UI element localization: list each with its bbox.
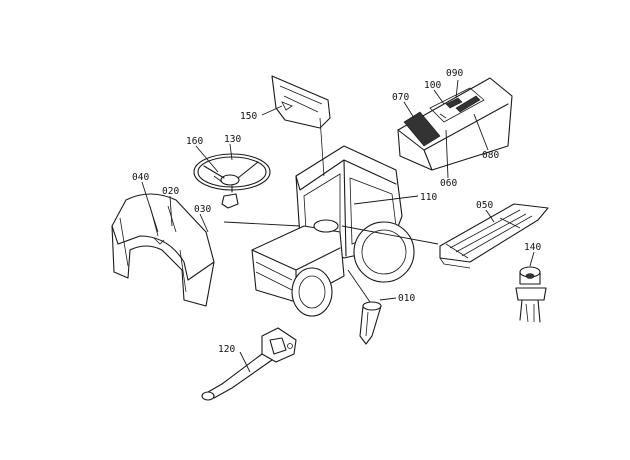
callout-130: 130	[224, 134, 241, 145]
callout-020: 020	[162, 186, 179, 197]
callout-040: 040	[132, 172, 149, 183]
part-150-roof-panel: 150	[240, 75, 331, 129]
part-040-fender: 040 020 030	[111, 172, 215, 307]
part-140-knob: 140	[515, 242, 547, 323]
callout-030: 030	[194, 204, 211, 215]
callout-080: 080	[482, 150, 499, 161]
callout-010: 010	[398, 293, 415, 304]
part-050-floor-mat: 050	[439, 200, 549, 269]
callout-090: 090	[446, 68, 463, 79]
callout-110: 110	[420, 192, 437, 203]
tractor-body: 110	[223, 117, 439, 317]
part-130-steering-wheel: 130 160	[186, 134, 271, 209]
callout-100: 100	[424, 80, 441, 91]
callout-160: 160	[186, 136, 203, 147]
callout-140: 140	[524, 242, 541, 253]
callout-050: 050	[476, 200, 493, 211]
callout-070: 070	[392, 92, 409, 103]
callout-120: 120	[218, 344, 235, 355]
part-070-console-cover: 070 100 090 080 060	[392, 68, 513, 189]
part-010-boot: 010	[347, 269, 415, 345]
callout-150: 150	[240, 111, 257, 122]
part-120-lever: 120	[201, 327, 297, 401]
callout-060: 060	[440, 178, 457, 189]
